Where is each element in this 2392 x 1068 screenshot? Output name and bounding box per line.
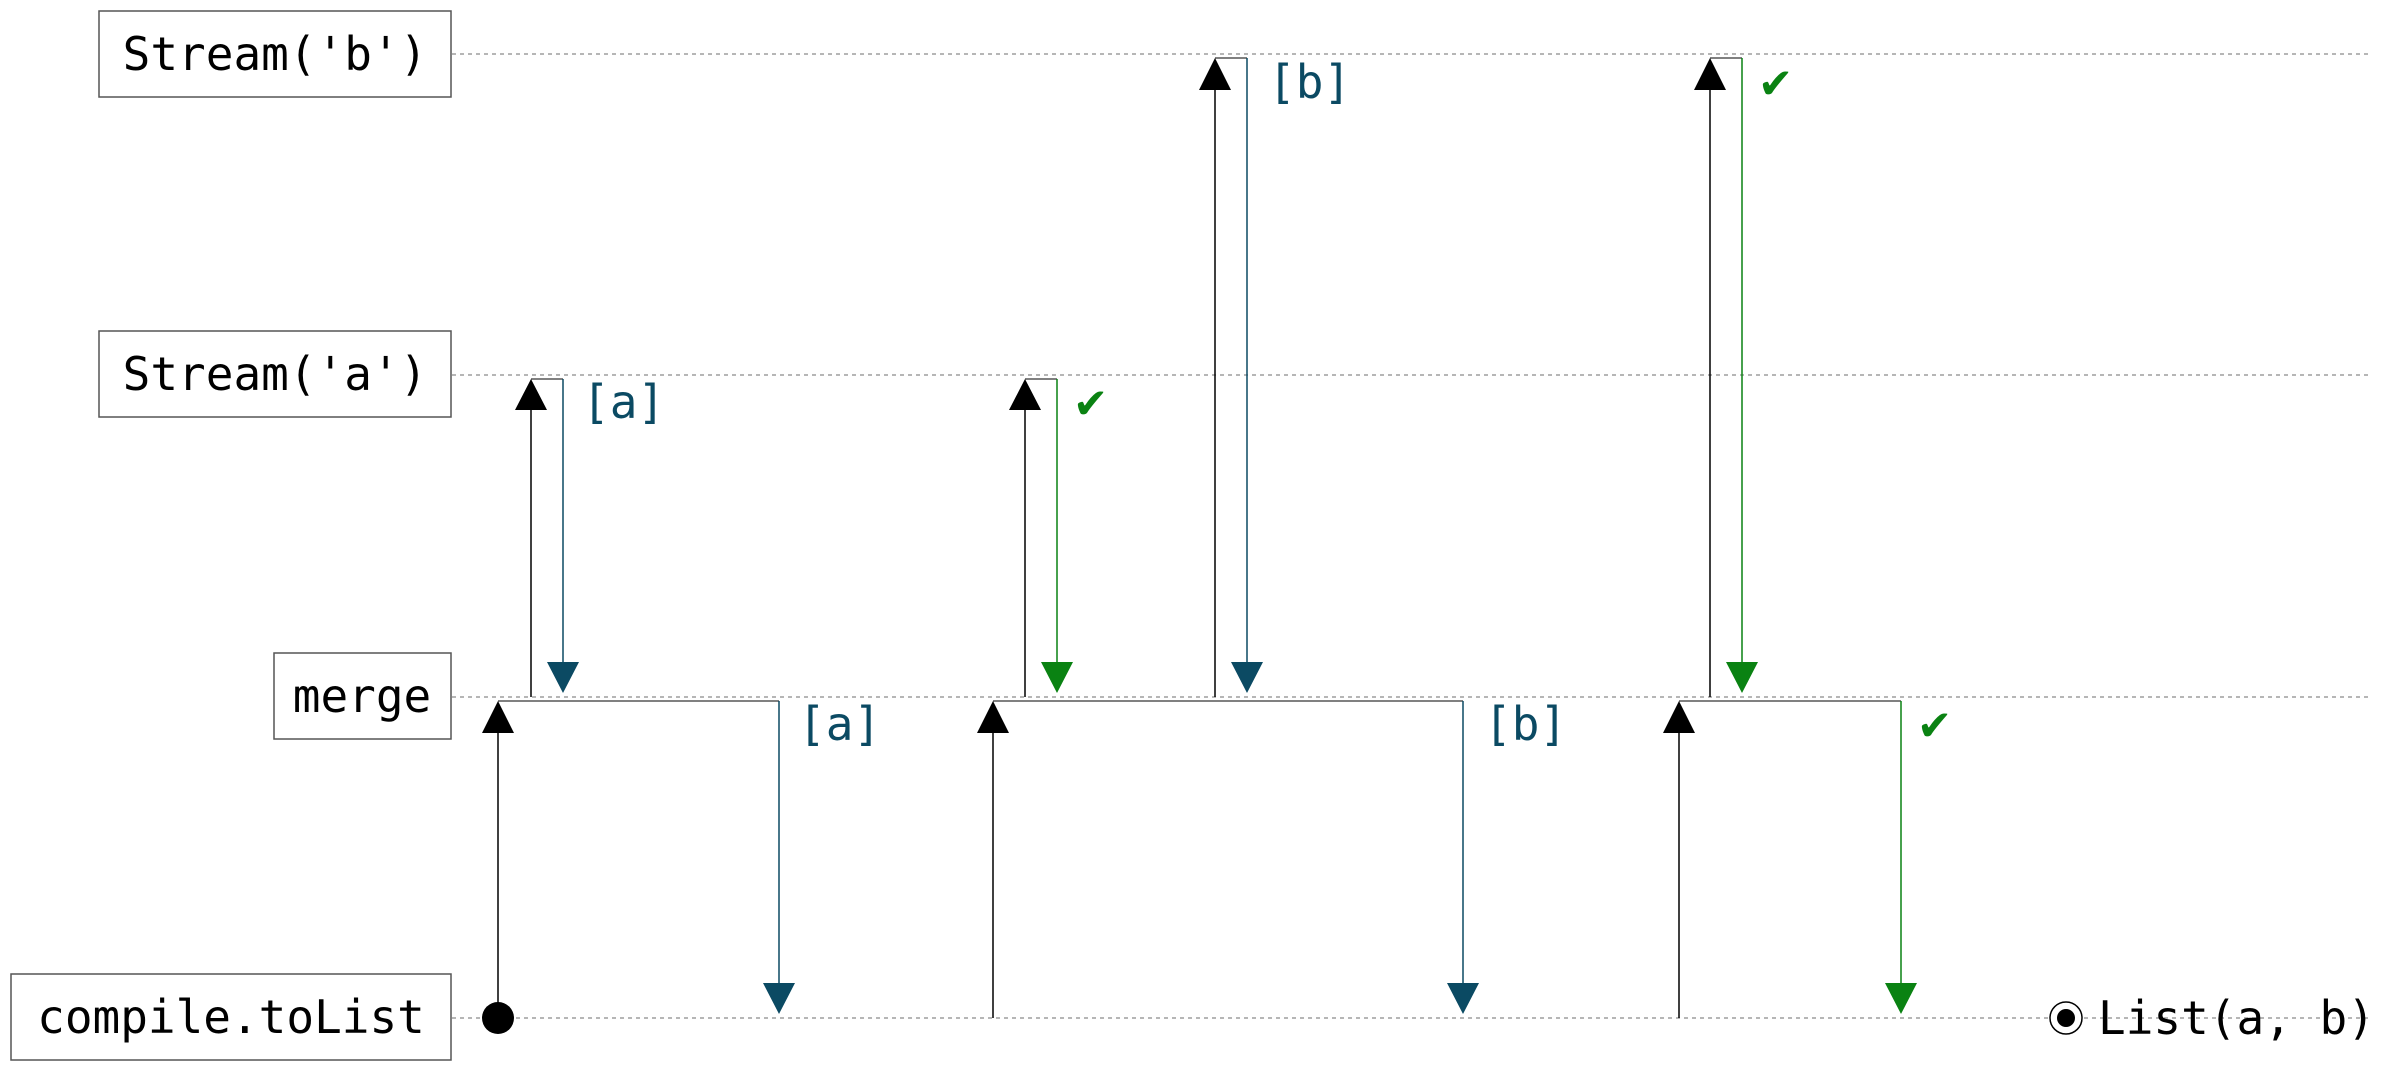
signal-emit-a-to-merge-1: [a] [547, 375, 665, 693]
done-check-icon: ✔ [1917, 701, 1952, 750]
signal-request-merge-to-a-2 [1009, 378, 1057, 697]
signal-request-merge-to-a-1 [515, 378, 563, 697]
down-arrow-icon [763, 983, 795, 1014]
signal-done-merge-to-compile: ✔ [1885, 701, 1952, 1014]
down-arrow-icon [1447, 983, 1479, 1014]
emit-label: [b] [1484, 697, 1567, 751]
signal-emit-merge-to-compile-2: [b] [1447, 697, 1567, 1014]
result-label: List(a, b) [2098, 991, 2375, 1045]
result: List(a, b) [2049, 991, 2375, 1045]
down-arrow-icon [1885, 983, 1917, 1014]
lane-guides [452, 53, 2370, 1019]
down-arrow-icon [1726, 662, 1758, 693]
signal-request-compile-to-merge-3 [1663, 700, 1901, 1018]
lane-label-a: Stream('a') [123, 347, 428, 401]
signal-emit-merge-to-compile-1: [a] [763, 697, 881, 1014]
lane-box-b [98, 10, 452, 98]
up-arrow-icon [1663, 701, 1695, 733]
signal-done-a-to-merge: ✔ [1041, 379, 1108, 693]
done-check-icon: ✔ [1073, 379, 1108, 428]
down-arrow-icon [1231, 662, 1263, 693]
up-arrow-icon [515, 379, 547, 410]
up-arrow-icon [977, 701, 1009, 733]
lane-box-compile [10, 973, 452, 1061]
signal-request-merge-to-b-2 [1694, 57, 1742, 697]
down-arrow-icon [1041, 662, 1073, 693]
up-arrow-icon [1009, 379, 1041, 410]
up-arrow-icon [482, 701, 514, 733]
up-arrow-icon [1199, 58, 1231, 90]
signal-request-merge-to-b-1 [1199, 57, 1247, 697]
lane-label-compile: compile.toList [37, 990, 425, 1044]
signal-emit-b-to-merge: [b] [1231, 55, 1351, 693]
done-check-icon: ✔ [1758, 59, 1793, 108]
lane-label-b: Stream('b') [123, 27, 428, 81]
emit-label: [a] [582, 375, 665, 429]
lane-box-a [98, 330, 452, 418]
signal-request-compile-to-merge-2 [977, 700, 1463, 1018]
lane-box-merge [273, 652, 452, 740]
lane-label-merge: merge [293, 669, 431, 723]
down-arrow-icon [547, 662, 579, 693]
emit-label: [a] [798, 697, 881, 751]
signal-done-b-to-merge: ✔ [1726, 58, 1793, 693]
signal-request-compile-to-merge-1 [482, 700, 779, 1018]
emit-label: [b] [1268, 55, 1351, 109]
lane-labels: Stream('b') Stream('a') merge compile.to… [10, 10, 452, 1061]
up-arrow-icon [1694, 58, 1726, 90]
